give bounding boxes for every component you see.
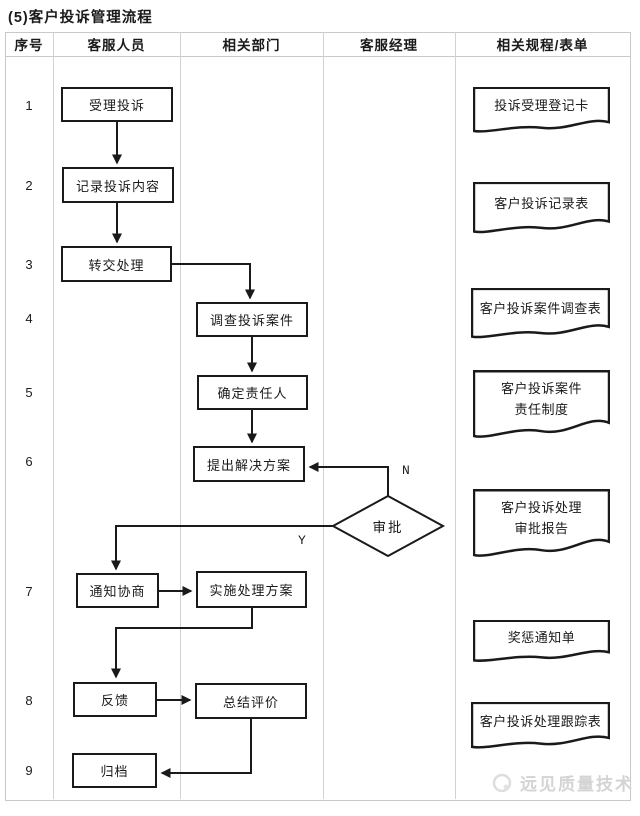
document-label: 奖惩通知单 xyxy=(507,629,576,645)
document-label: 客户投诉处理 审批报告 xyxy=(500,499,582,536)
branch-label-no: N xyxy=(402,463,410,478)
header-divider xyxy=(5,56,630,57)
document-shape-icon xyxy=(471,288,610,341)
row-number-2: 2 xyxy=(25,178,33,193)
document-case-responsibility-policy: 客户投诉案件 责任制度 xyxy=(473,370,610,442)
step-box-accept-complaint: 受理投诉 xyxy=(61,87,173,122)
document-reward-punishment-notice: 奖惩通知单 xyxy=(473,620,610,664)
document-label: 客户投诉案件 责任制度 xyxy=(500,380,582,417)
document-label: 投诉受理登记卡 xyxy=(494,98,589,114)
document-shape-icon xyxy=(473,182,610,236)
row-number-8: 8 xyxy=(25,693,33,708)
watermark-text: 远见质量技术 xyxy=(520,775,634,794)
column-header-service-manager: 客服经理 xyxy=(360,38,418,53)
step-box-notify-negotiate: 通知协商 xyxy=(76,573,159,608)
row-number-7: 7 xyxy=(25,584,33,599)
watermark: 远见质量技术 xyxy=(490,770,634,795)
column-divider-2 xyxy=(180,32,181,799)
document-shape-icon xyxy=(473,489,610,561)
document-shape-icon xyxy=(473,370,610,442)
step-box-record-complaint: 记录投诉内容 xyxy=(62,167,174,203)
column-header-procedures-forms: 相关规程/表单 xyxy=(496,38,589,53)
column-header-service-staff: 客服人员 xyxy=(87,38,146,53)
row-number-3: 3 xyxy=(25,257,33,272)
document-approval-report: 客户投诉处理 审批报告 xyxy=(473,489,610,561)
step-box-investigate-case: 调查投诉案件 xyxy=(196,302,308,337)
document-complaint-tracking-form: 客户投诉处理跟踪表 xyxy=(471,702,610,751)
step-box-determine-responsible: 确定责任人 xyxy=(197,375,308,410)
column-divider-1 xyxy=(53,32,54,799)
step-box-summarize-evaluate: 总结评价 xyxy=(195,683,307,719)
document-label: 客户投诉处理跟踪表 xyxy=(479,713,602,729)
step-box-feedback: 反馈 xyxy=(73,682,157,717)
row-number-5: 5 xyxy=(25,385,33,400)
document-shape-icon xyxy=(471,702,610,751)
row-number-1: 1 xyxy=(25,98,33,113)
column-header-seq: 序号 xyxy=(14,38,44,53)
step-box-archive: 归档 xyxy=(72,753,157,788)
decision-label: 审批 xyxy=(372,520,404,535)
column-divider-4 xyxy=(455,32,456,799)
row-number-4: 4 xyxy=(25,311,33,326)
table-grid xyxy=(5,32,631,801)
watermark-logo-icon xyxy=(492,773,512,792)
document-complaint-record-form: 客户投诉记录表 xyxy=(473,182,610,236)
page-title: (5)客户投诉管理流程 xyxy=(8,10,153,26)
document-complaint-registration-card: 投诉受理登记卡 xyxy=(473,87,610,135)
row-number-6: 6 xyxy=(25,454,33,469)
document-shape-icon xyxy=(473,87,610,135)
row-number-9: 9 xyxy=(25,763,33,778)
step-box-transfer-handling: 转交处理 xyxy=(61,246,172,282)
step-box-propose-solution: 提出解决方案 xyxy=(193,446,305,482)
step-box-implement-solution: 实施处理方案 xyxy=(196,571,307,608)
column-header-related-dept: 相关部门 xyxy=(222,38,281,53)
document-shape-icon xyxy=(473,620,610,664)
document-case-investigation-form: 客户投诉案件调查表 xyxy=(471,288,610,341)
document-label: 客户投诉记录表 xyxy=(494,195,589,211)
document-label: 客户投诉案件调查表 xyxy=(479,301,602,317)
branch-label-yes: Y xyxy=(298,533,306,548)
column-divider-3 xyxy=(323,32,324,799)
